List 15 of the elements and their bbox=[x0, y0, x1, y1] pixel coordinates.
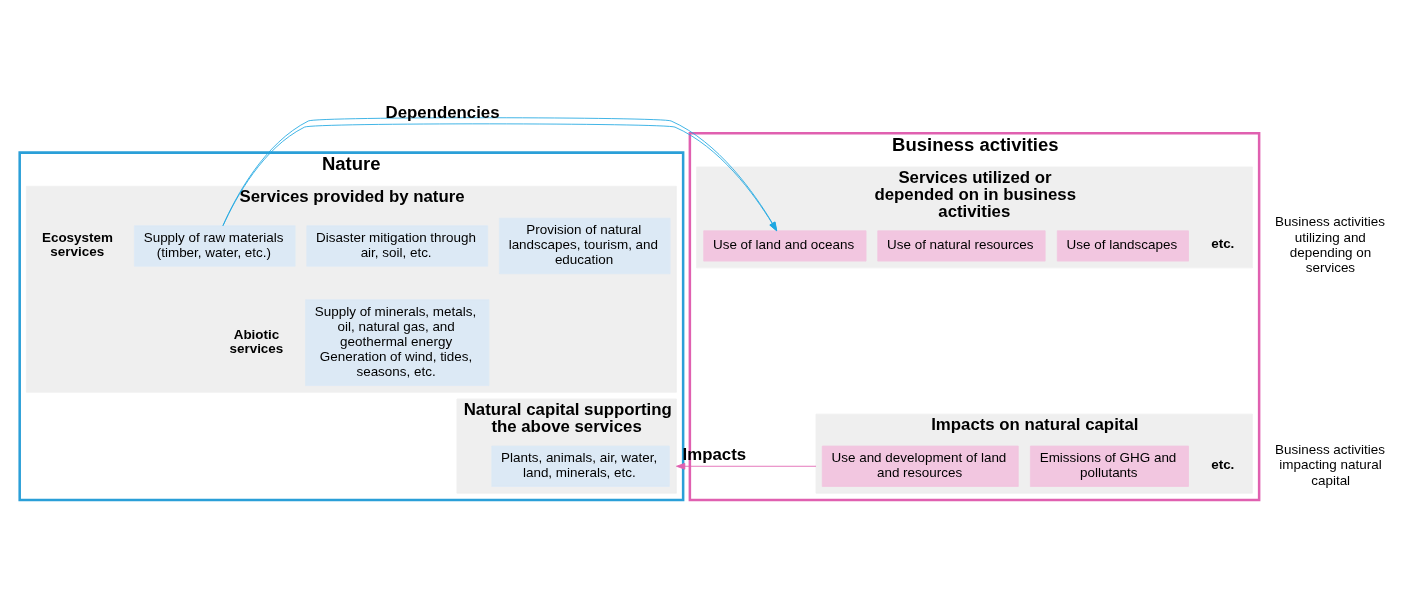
label: etc. bbox=[1211, 456, 1235, 472]
node-box: Emissions of GHG and pollutants bbox=[1030, 445, 1189, 487]
label: Abiotic services bbox=[229, 327, 284, 356]
node-box: Use of landscapes bbox=[1056, 230, 1189, 262]
label: Ecosystem services bbox=[41, 230, 113, 259]
node-box: Supply of raw materials (timber, water, etc.) bbox=[134, 225, 296, 267]
label: etc. bbox=[1211, 236, 1235, 252]
label: Business activities utilizing and depending on services bbox=[1275, 214, 1385, 275]
edge-label: Dependencies bbox=[385, 102, 500, 122]
arrow bbox=[222, 117, 778, 232]
arrow bbox=[676, 462, 817, 470]
node-box: Use of natural resources bbox=[877, 230, 1046, 262]
label: Business activities impacting natural capital bbox=[1275, 442, 1385, 488]
node-box: Use of land and oceans bbox=[703, 230, 867, 262]
node-box: Use and development of land and resources bbox=[821, 445, 1019, 487]
